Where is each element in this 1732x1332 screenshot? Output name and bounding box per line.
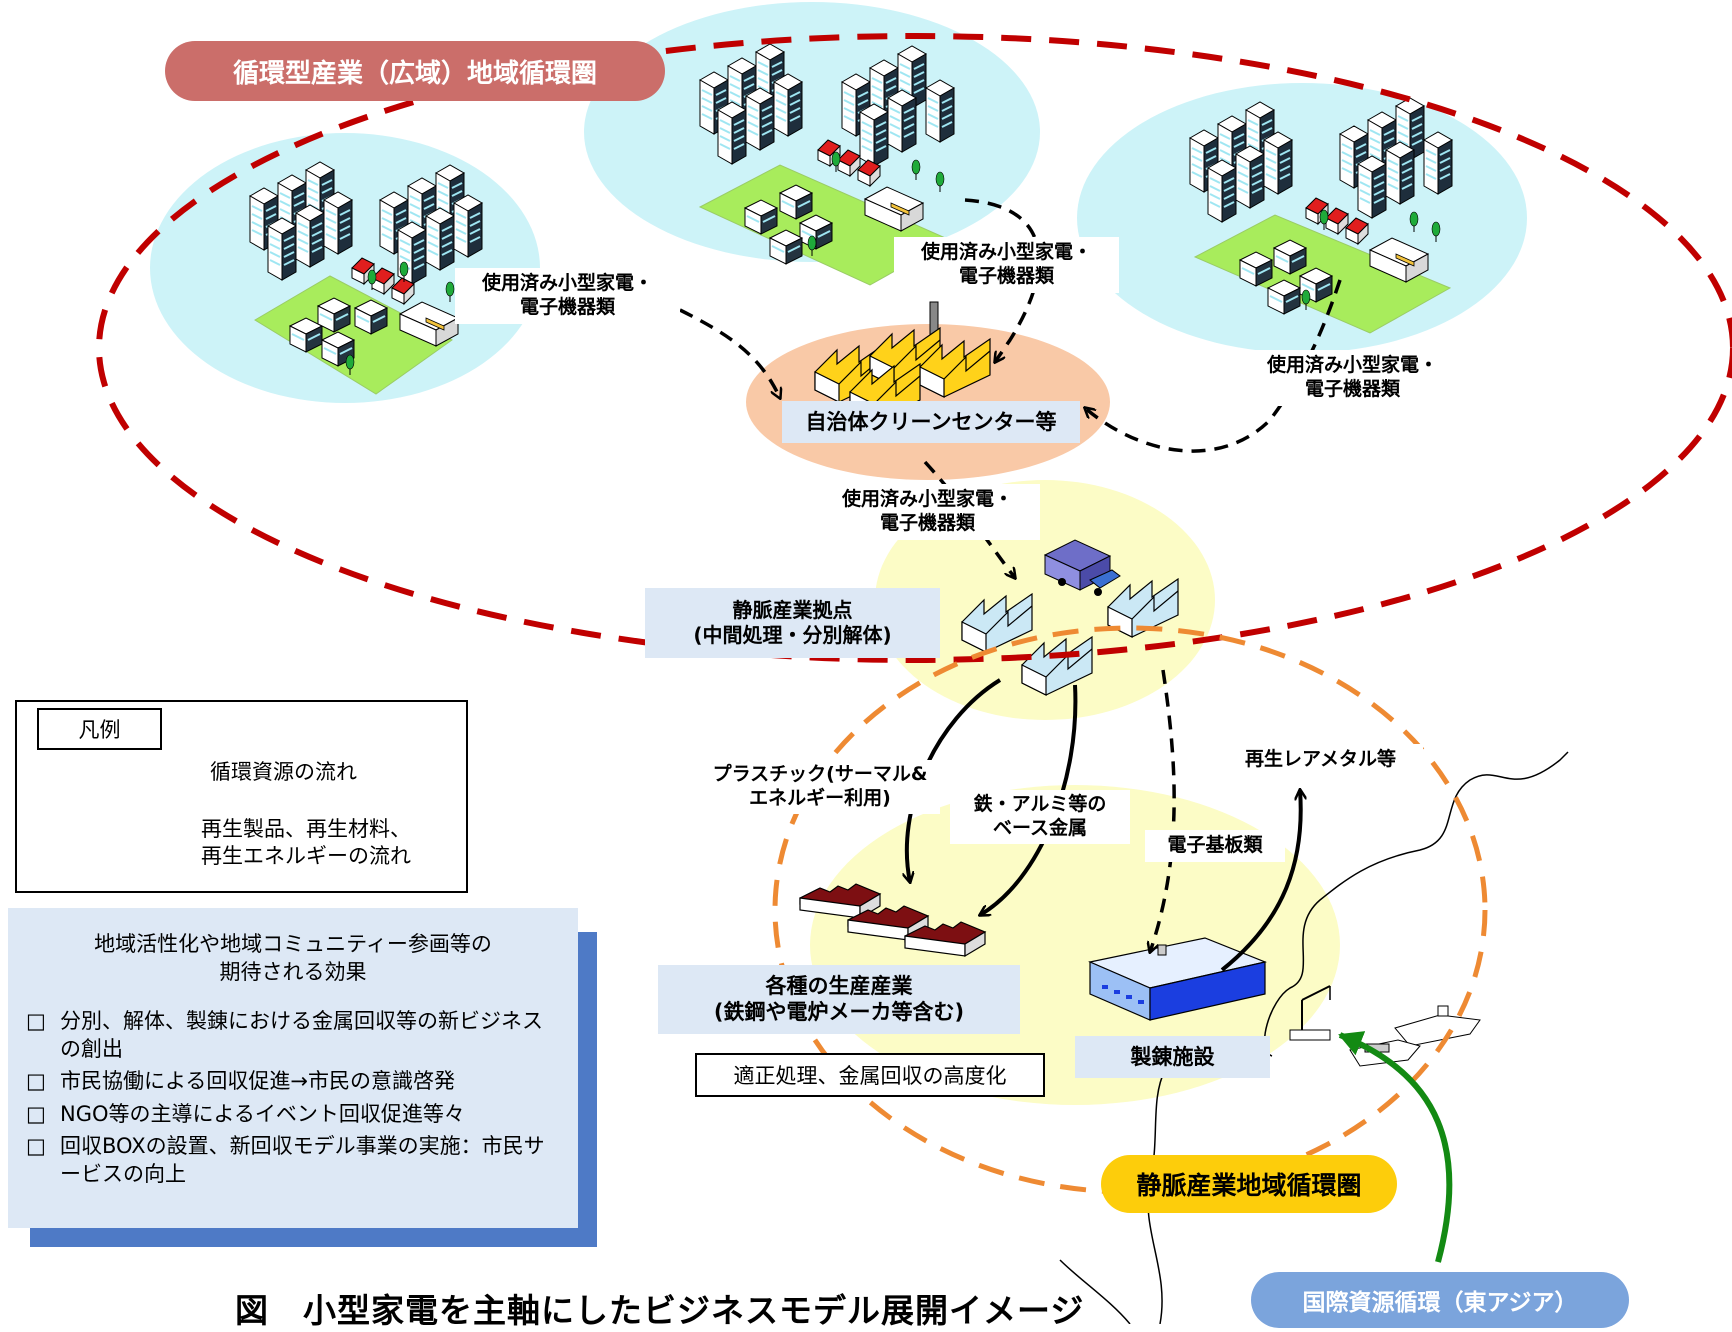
clean-center-text: 自治体クリーンセンター等 (805, 410, 1057, 434)
effects-list: □ 分別、解体、製錬における金属回収等の新ビジネスの創出 □ 市民協働による回収促進→… (26, 1007, 560, 1189)
static-area-text: 静脈産業地域循環圏 (1136, 1171, 1362, 1200)
smelter-building-icon (1088, 937, 1268, 1021)
broad-area-boundary (96, 33, 1732, 663)
legend-title: 凡例 (78, 718, 121, 742)
effect-item-text: 回収BOXの設置、新回収モデル事業の実施：市民サービスの向上 (60, 1134, 545, 1187)
effect-item: □ 分別、解体、製錬における金属回収等の新ビジネスの創出 (26, 1007, 560, 1064)
used-appliances-label-4-line2: 電子機器類 (879, 511, 975, 534)
effects-title-line2: 期待される効果 (219, 960, 367, 985)
used-appliances-label-4-line1: 使用済み小型家電・ (841, 488, 1013, 510)
legend-solid-line2: 再生エネルギーの流れ (201, 844, 411, 869)
used-appliances-label-1-line1: 使用済み小型家電・ (481, 272, 653, 294)
flow-eboards-to-smelter (1150, 669, 1176, 952)
used-appliances-label-3-line2: 電子機器類 (1304, 377, 1400, 400)
smelter-text: 製錬施設 (1130, 1045, 1215, 1069)
legend-title-box: 凡例 (37, 708, 162, 750)
coastline-bottom (1059, 1259, 1131, 1324)
used-appliances-label-4: 使用済み小型家電・ 電子機器類 (815, 484, 1040, 540)
used-appliances-label-1: 使用済み小型家電・ 電子機器類 (455, 268, 680, 324)
effects-title: 地域活性化や地域コミュニティー参画等の 期待される効果 (26, 930, 560, 987)
international-text: 国際資源循環（東アジア） (1302, 1290, 1578, 1316)
used-appliances-label-2-line2: 電子機器類 (958, 264, 1054, 287)
used-appliances-label-3-line1: 使用済み小型家電・ (1266, 354, 1438, 376)
used-appliances-label-2: 使用済み小型家電・ 電子機器類 (894, 237, 1119, 293)
effect-item: □ 回収BOXの設置、新回収モデル事業の実施：市民サービスの向上 (26, 1132, 560, 1189)
broad-area-text: 循環型産業（広域）地域循環圏 (232, 58, 597, 89)
flow-left-city-to-center (679, 308, 780, 398)
rare-metal-flow-text: 再生レアメタル等 (1244, 748, 1397, 770)
effect-item-text: NGO等の主導によるイベント回収促進等々 (60, 1101, 465, 1126)
base-metal-flow-line2: ベース金属 (992, 816, 1088, 839)
effects-title-line1: 地域活性化や地域コミュニティー参画等の (94, 932, 492, 956)
static-area-label: 静脈産業地域循環圏 (1101, 1155, 1397, 1213)
legend-dashed-label: 循環資源の流れ (210, 760, 357, 784)
legend-solid-label: 再生製品、再生材料、 再生エネルギーの流れ (201, 816, 411, 871)
flow-rare-metal-return (1220, 790, 1301, 972)
smelter-label: 製錬施設 (1075, 1036, 1270, 1078)
cargo-ship-icon (1349, 1005, 1481, 1067)
manufacturers-line1: 各種の生産産業 (765, 974, 913, 998)
effect-item: □ 市民協働による回収促進→市民の意識啓発 (26, 1067, 560, 1095)
broad-area-label: 循環型産業（広域）地域循環圏 (165, 41, 665, 101)
flow-right-city-to-center (1085, 279, 1342, 453)
manufacturers-line2: (鉄鋼や電炉メーカ等含む) (713, 1000, 965, 1025)
venous-base-line2: (中間処理・分別解体) (693, 623, 892, 647)
plastic-flow-line1: プラスチック(サーマル& (712, 763, 928, 785)
coastline (1263, 751, 1569, 1057)
ground-left (254, 275, 453, 395)
checkbox-icon: □ (26, 1134, 46, 1159)
clean-center-label: 自治体クリーンセンター等 (782, 401, 1080, 443)
plastic-flow-line2: エネルギー利用) (749, 786, 891, 809)
static-area-boundary (772, 625, 1488, 1195)
legend-solid-line1: 再生製品、再生材料、 (201, 817, 411, 841)
effect-item: □ NGO等の主導によるイベント回収促進等々 (26, 1100, 560, 1128)
venous-base-line1: 静脈産業拠点 (732, 598, 853, 622)
used-appliances-label-1-line2: 電子機器類 (519, 295, 615, 318)
figure-caption: 図 小型家電を主軸にしたビジネスモデル展開イメージ (235, 1291, 1085, 1330)
rare-metal-flow-label: 再生レアメタル等 (1218, 744, 1423, 776)
plastic-flow-label: プラスチック(サーマル& エネルギー利用) (700, 760, 940, 814)
eboards-flow-text: 電子基板類 (1167, 834, 1263, 856)
effect-item-text: 市民協働による回収促進→市民の意識啓発 (60, 1069, 455, 1094)
manufacturers-label: 各種の生産産業 (鉄鋼や電炉メーカ等含む) (658, 965, 1020, 1034)
flow-international-import (1338, 1031, 1453, 1263)
clean-center-factory (814, 301, 991, 423)
legend-panel: 凡例 循環資源の流れ 再生製品、再生材料、 再生エネルギーの流れ (15, 700, 468, 893)
city-background-right (1077, 83, 1527, 353)
eboards-flow-label: 電子基板類 (1145, 830, 1285, 862)
used-appliances-label-2-line1: 使用済み小型家電・ (920, 241, 1092, 263)
used-appliances-label-3: 使用済み小型家電・ 電子機器類 (1240, 350, 1465, 406)
international-label: 国際資源循環（東アジア） (1251, 1272, 1629, 1328)
checkbox-icon: □ (26, 1069, 46, 1094)
proper-treatment-label: 適正処理、金属回収の高度化 (695, 1053, 1045, 1097)
effect-item-text: 分別、解体、製錬における金属回収等の新ビジネスの創出 (60, 1008, 543, 1062)
port-crane-icon (1289, 985, 1331, 1041)
base-metal-flow-label: 鉄・アルミ等の ベース金属 (950, 790, 1130, 844)
checkbox-icon: □ (26, 1008, 46, 1033)
effects-panel: 地域活性化や地域コミュニティー参画等の 期待される効果 □ 分別、解体、製錬におけ… (8, 908, 578, 1228)
proper-treatment-text: 適正処理、金属回収の高度化 (733, 1064, 1007, 1088)
base-metal-flow-line1: 鉄・アルミ等の (973, 793, 1107, 815)
truck-icon (1043, 539, 1121, 596)
checkbox-icon: □ (26, 1101, 46, 1126)
venous-base-label: 静脈産業拠点 (中間処理・分別解体) (645, 588, 940, 658)
